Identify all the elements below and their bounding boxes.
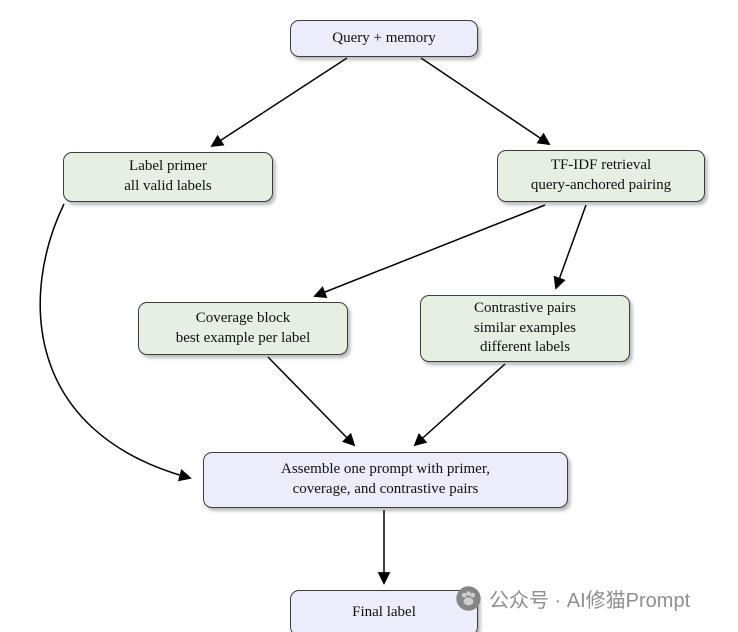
node-contrastive-pairs: Contrastive pairs similar examples diffe… bbox=[420, 295, 630, 362]
watermark-text: 公众号 · AI修猫Prompt bbox=[489, 590, 691, 612]
edge-contrastive-to-assemble bbox=[413, 363, 506, 447]
node-tfidf-retrieval-label: TF-IDF retrieval query-anchored pairing bbox=[530, 157, 672, 193]
edge-query-to-primer bbox=[210, 57, 348, 148]
node-final-label: Final label bbox=[290, 590, 478, 632]
node-assemble-prompt: Assemble one prompt with primer, coverag… bbox=[203, 452, 568, 508]
edge-tfidf-to-contrastive bbox=[553, 204, 587, 290]
node-coverage-block: Coverage block best example per label bbox=[138, 302, 348, 355]
node-label-primer: Label primer all valid labels bbox=[63, 152, 273, 202]
edge-tfidf-to-coverage bbox=[313, 204, 546, 298]
node-query-memory-label: Query + memory bbox=[332, 29, 436, 46]
node-label-primer-label: Label primer all valid labels bbox=[124, 158, 212, 194]
edge-query-to-tfidf bbox=[420, 57, 551, 146]
node-tfidf-retrieval: TF-IDF retrieval query-anchored pairing bbox=[497, 150, 705, 202]
node-coverage-block-label: Coverage block best example per label bbox=[175, 309, 311, 346]
node-contrastive-pairs-label: Contrastive pairs similar examples diffe… bbox=[473, 299, 577, 356]
node-query-memory: Query + memory bbox=[290, 20, 478, 57]
node-final-label-label: Final label bbox=[352, 604, 416, 621]
edge-coverage-to-assemble bbox=[267, 356, 356, 447]
paw-icon bbox=[455, 585, 482, 612]
node-assemble-prompt-label: Assemble one prompt with primer, coverag… bbox=[281, 461, 490, 497]
watermark: 公众号 · AI修猫Prompt bbox=[455, 584, 690, 613]
